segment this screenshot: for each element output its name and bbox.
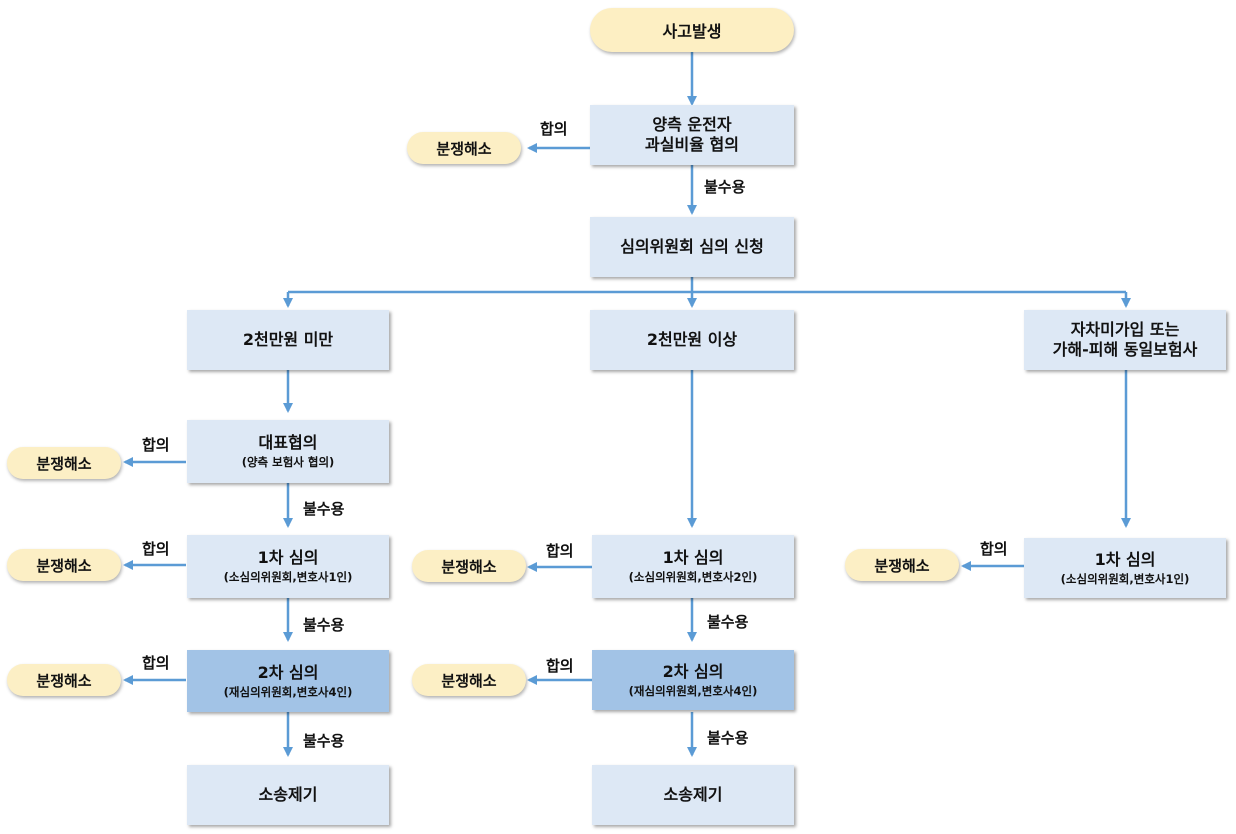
left-first-title: 1차 심의 (257, 548, 319, 567)
resolved-label: 분쟁해소 (36, 454, 92, 473)
mid-lawsuit-box: 소송제기 (592, 765, 794, 825)
mid-second-review-box: 2차 심의 (재심의위원회,변호사4인) (592, 650, 794, 710)
reject-label: 불수용 (707, 729, 749, 747)
resolved-pill: 분쟁해소 (7, 447, 121, 479)
left-lawsuit-label: 소송제기 (258, 785, 318, 804)
mid-first-sub: (소심의위원회,변호사2인) (628, 570, 758, 584)
resolved-pill: 분쟁해소 (412, 550, 526, 582)
left-lawsuit-box: 소송제기 (187, 765, 389, 825)
agree-label: 합의 (142, 436, 170, 454)
branch-under-label: 2천만원 미만 (242, 330, 334, 349)
negotiation-line2: 과실비율 협의 (645, 135, 739, 154)
branch-uninsured-line2: 가해-피해 동일보험사 (1052, 340, 1198, 359)
right-first-review-box: 1차 심의 (소심의위원회,변호사1인) (1024, 538, 1226, 598)
resolved-label: 분쟁해소 (436, 139, 492, 158)
branch-over-box: 2천만원 이상 (590, 310, 794, 370)
agree-label: 합의 (980, 540, 1008, 558)
negotiation-line1: 양측 운전자 (652, 115, 732, 134)
right-first-sub: (소심의위원회,변호사1인) (1060, 571, 1190, 586)
agree-label: 합의 (546, 657, 574, 675)
agree-label: 합의 (546, 542, 574, 560)
mid-second-title: 2차 심의 (662, 661, 724, 681)
rep-negotiation-title: 대표협의 (258, 433, 318, 452)
mid-first-review-box: 1차 심의 (소심의위원회,변호사2인) (592, 535, 794, 598)
resolved-label: 분쟁해소 (36, 556, 92, 575)
resolved-label: 분쟁해소 (441, 671, 497, 690)
resolved-label: 분쟁해소 (874, 556, 930, 575)
resolved-pill: 분쟁해소 (407, 132, 521, 164)
resolved-label: 분쟁해소 (441, 557, 497, 576)
right-first-title: 1차 심의 (1094, 549, 1156, 569)
mid-first-title: 1차 심의 (662, 548, 724, 567)
left-second-title: 2차 심의 (257, 662, 319, 682)
resolved-label: 분쟁해소 (36, 671, 92, 690)
agree-label: 합의 (142, 540, 170, 558)
resolved-pill: 분쟁해소 (7, 664, 121, 696)
mid-lawsuit-label: 소송제기 (663, 785, 723, 804)
start-node: 사고발생 (590, 8, 794, 52)
branch-uninsured-box: 자차미가입 또는 가해-피해 동일보험사 (1024, 310, 1226, 370)
left-second-sub: (재심의위원회,변호사4인) (223, 684, 353, 699)
reject-label: 불수용 (704, 178, 746, 196)
mid-second-sub: (재심의위원회,변호사4인) (628, 683, 758, 698)
committee-apply-box: 심의위원회 심의 신청 (590, 217, 794, 277)
agree-label: 합의 (142, 654, 170, 672)
resolved-pill: 분쟁해소 (7, 549, 121, 581)
branch-over-label: 2천만원 이상 (646, 330, 738, 349)
branch-uninsured-line1: 자차미가입 또는 (1070, 320, 1180, 339)
reject-label: 불수용 (707, 613, 749, 631)
left-first-review-box: 1차 심의 (소심의위원회,변호사1인) (187, 535, 389, 598)
start-label: 사고발생 (662, 22, 722, 41)
committee-apply-label: 심의위원회 심의 신청 (620, 237, 764, 256)
reject-label: 불수용 (303, 616, 345, 634)
agree-label: 합의 (540, 120, 568, 138)
driver-negotiation-box: 양측 운전자 과실비율 협의 (590, 105, 794, 165)
left-first-sub: (소심의위원회,변호사1인) (223, 570, 353, 584)
left-second-review-box: 2차 심의 (재심의위원회,변호사4인) (187, 650, 389, 712)
branch-under-box: 2천만원 미만 (187, 310, 389, 370)
resolved-pill: 분쟁해소 (845, 549, 959, 581)
reject-label: 불수용 (303, 732, 345, 750)
rep-negotiation-box: 대표협의 (양측 보험사 협의) (187, 420, 389, 483)
reject-label: 불수용 (303, 500, 345, 518)
resolved-pill: 분쟁해소 (412, 664, 526, 696)
rep-negotiation-sub: (양측 보험사 협의) (241, 455, 335, 469)
